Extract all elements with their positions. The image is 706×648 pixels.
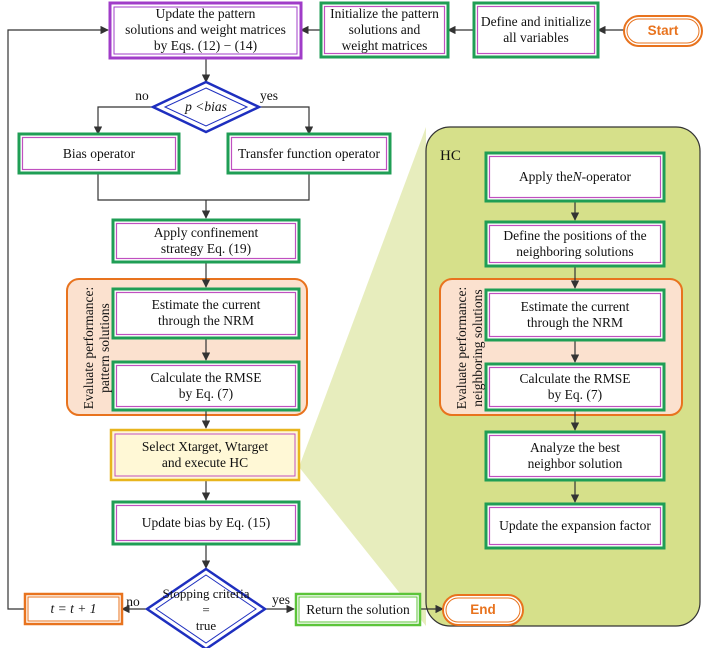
end-pill [442,594,524,626]
no-label-1: no [135,88,149,103]
decision-stopping [144,567,268,648]
decision-p-bias [150,80,262,134]
yes-label-1: yes [260,88,278,103]
start-label: Start [647,23,679,38]
update-bias-box-inner [115,504,297,542]
define-box [472,1,600,59]
hc-calc-rmse-label: Calculate the RMSE by Eq. (7) [519,371,631,402]
return-box [294,592,422,627]
stopping-label: Stopping criteria = true [162,586,250,633]
confinement-label: Apply confinement strategy Eq. (19) [153,225,259,256]
hc-calc-rmse-box [484,362,666,412]
hc-apply-n-box [484,151,666,203]
hc-zoom-funnel [299,127,426,626]
update-bias-box [111,500,301,546]
hc-expansion-box-inner [488,506,662,546]
arrow-decision-no [93,106,153,135]
init-label: Initialize the pattern solutions and wei… [330,6,439,53]
return-label: Return the solution [306,601,410,617]
update-pattern-box [108,1,303,60]
t-update-label: t = t + 1 [50,601,97,616]
arrow-decision-yes [259,106,314,135]
update-pattern-label: Update the pattern solutions and weight … [125,6,286,53]
arrow-loop-back [7,25,109,610]
init-box-inner [323,5,446,55]
bias-operator-label: Bias operator [62,145,136,161]
yes-label-2: yes [272,592,290,607]
hc-eval-neighbor-label: Evaluate performance: neighboring soluti… [454,286,485,410]
confinement-box-inner [115,222,297,260]
calc-rmse-label: Calculate the RMSE by Eq. (7) [150,370,262,401]
hc-define-positions-box-inner [488,224,662,264]
transfer-operator-box [226,132,392,175]
hc-define-positions-box [484,220,666,268]
eval-pattern-label: Evaluate performance: pattern solutions [81,286,112,410]
decision-p-label: p < bias [185,99,227,114]
estimate-current-box-inner [115,291,297,336]
no-label-2: no [126,594,140,609]
confinement-box [111,218,301,264]
hc-apply-n-label: Apply the N-operator [518,169,632,184]
calc-rmse-box-inner [115,364,297,408]
calc-rmse-box [111,360,301,412]
hc-title: HC [440,148,461,164]
select-box [109,428,301,482]
define-label: Define and initialize all variables [480,14,592,45]
update-bias-label: Update bias by Eq. (15) [141,515,271,530]
start-pill [623,15,703,47]
hc-analyze-box-inner [488,434,662,478]
hc-analyze-label: Analyze the best neighbor solution [527,440,623,471]
line-bias-merge [97,173,310,201]
select-label: Select Xtarget, Wtarget and execute HC [141,439,269,470]
init-box [319,1,450,59]
estimate-current-label: Estimate the current through the NRM [151,297,261,328]
define-box-inner [476,5,596,55]
transfer-operator-label: Transfer function operator [238,145,380,161]
hc-expansion-box [484,502,666,550]
end-label: End [470,602,496,617]
hc-define-positions-label: Define the positions of the neighboring … [503,228,647,259]
hc-estimate-current-box-inner [488,292,662,338]
hc-calc-rmse-box-inner [488,366,662,408]
hc-analyze-box [484,430,666,482]
hc-apply-n-box-inner [488,155,662,199]
transfer-operator-box-inner [230,136,388,171]
bias-operator-box [17,132,181,175]
hc-expansion-label: Update the expansion factor [499,518,651,533]
t-update-box [23,592,124,626]
hc-estimate-current-label: Estimate the current through the NRM [520,299,630,330]
bias-operator-box-inner [21,136,177,171]
hc-estimate-current-box [484,288,666,342]
estimate-current-box [111,287,301,340]
